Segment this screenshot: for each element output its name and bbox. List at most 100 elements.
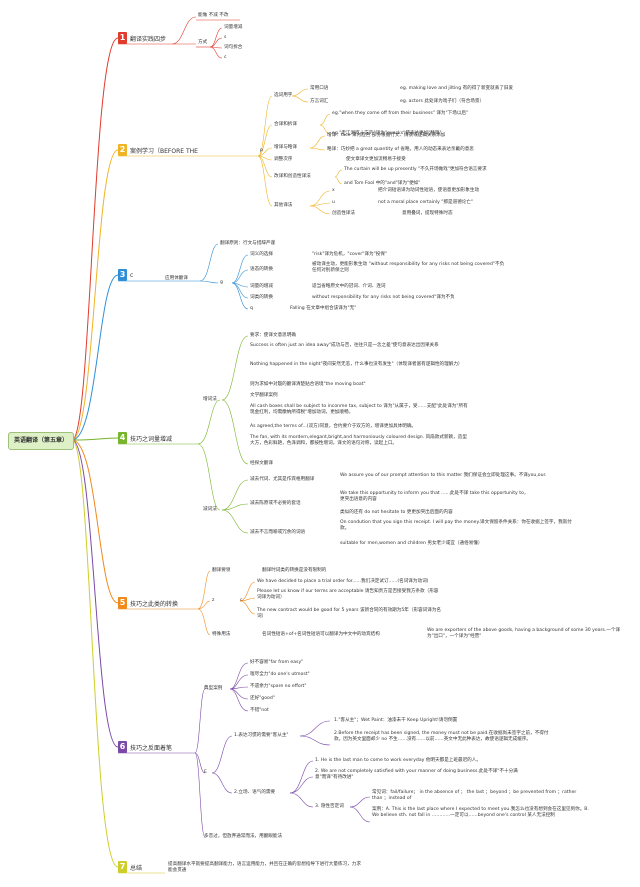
s3-node: without responsibility for any risks not… [312,295,455,300]
s4-node: 类似的还有 do not hesitate to 更更加突出后面的内容 [340,510,453,515]
s6-node: 嗤尽全力"do one's utmost" [250,672,310,677]
s6-node: 2. We are not completely satisfied with … [315,769,518,780]
s6-node: 不错"not [250,708,269,713]
root-node: 英语翻译（第五章） [8,432,74,450]
section-1: 1 翻译实践四步 [118,31,166,45]
s2-node: not a moral place certainly "那是道德论亡" [378,200,474,205]
s5-node: We have decided to place a trial order f… [257,579,429,584]
s3-sub: 应用体翻译 [165,276,188,281]
s1-item: 能做 不减 不改 [198,13,229,18]
s2-node: x [332,188,335,193]
section-6: 6 技巧之反面着笔 [118,740,172,754]
s2-node: eg. actors 此处译为戏子们（符合场景） [400,99,485,104]
s1-item: 方式 [198,40,208,45]
s2-node: 选词用字 [274,93,293,98]
s5-node: 名词性短语+of+名词性短语可以翻译为中文中的动宾结构 [262,632,380,637]
s4-node: 减去代词、尤其是作宾格用翻译 [250,477,315,482]
s6-node: 好不容易"far from easy" [250,660,304,665]
s2-node: 改译和创造性译法 [274,174,311,179]
s4-node: suitable for men,women and children 男女老少… [340,541,483,546]
s5-node: 翻译时词类的转换是没有限制的 [262,568,327,573]
section-6-badge: 6 [118,741,127,753]
s4-node: 增词法 [203,397,217,402]
s4-node: 文学翻译案例 [250,393,278,398]
s3-node: 被动译主动，更能形象生动 "without responsibility for… [312,262,505,273]
s6-node: 2.立场、语气的需要 [234,790,276,795]
section-3: 3 c [118,268,133,282]
section-3-title: c [130,271,134,279]
s6-node: 1. He is the last man to come to work ev… [315,758,481,763]
section-4: 4 技巧之词量增减 [118,431,172,445]
s6-node: 典型案例 [204,686,223,691]
s5-node: z [212,598,215,603]
s6-node: 不遗余力"spare no effort" [250,684,307,689]
section-7: 7 总结 [118,860,142,874]
section-4-badge: 4 [118,432,127,444]
section-5-title: 技巧之此类的转换 [130,600,179,608]
s2-node: 把介词短语译为动词性短语，使语意更加形象生动 [378,188,480,193]
section-4-title: 技巧之词量增减 [130,435,173,443]
s4-node: 经探文翻译 [250,461,273,466]
s2-node: 调整次序 [274,157,293,162]
s4-node: The fan, with its mordern,elegant,bright… [250,435,467,446]
s3-node: 翻译原则：行文与措辞严谨 [220,241,276,246]
s2-node: The curtain will be up presently "不久开场做戏… [344,167,487,172]
s2-node: 略译：巧妙把 a great quantity of 省略，用人的动态来表达亲戴… [327,147,474,152]
section-2-badge: 2 [118,144,127,156]
s4-node: Nothing happened in the night"夜间安然无恙，什么事… [250,362,463,367]
section-3-badge: 3 [118,269,127,281]
s3-node: 词量的增减 [250,284,273,289]
s4-node: 减词法 [203,507,217,512]
s5-node: The new contract would be good for 5 yea… [257,608,442,619]
s2-node: eg. making love and jilting 有的得了新变就丢了旧爱 [400,86,514,91]
s2-node: 其他译法 [274,203,293,208]
s2-p: p [260,148,263,153]
section-5: 5 技巧之此类的转换 [118,596,178,610]
s4-node: 要求：使译文意思明确 [250,333,296,338]
s4-node: As agreed,the terms of...(双方)同意，合约要介于双方的… [250,424,417,429]
s4-node: All cash boxes shall be subject to incon… [250,404,468,415]
s4-node: 减去不言而喻或冗余的词语 [250,530,306,535]
s6-node: 1.表达习惯的需要"客从主" [234,733,289,738]
section-7-badge: 7 [118,861,127,873]
section-7-title: 总结 [130,864,143,872]
s3-node: g [220,280,223,285]
s3-node: 词义的选择 [250,252,273,257]
s5-node: c [240,598,243,603]
s6-node: 还好"good" [250,696,275,701]
s4-node: Success is often just an idea away"成功与否，… [250,343,439,348]
s5-node: 特殊用法 [212,632,231,637]
s6-node: 案例：A. This is the last place where I exp… [372,807,589,818]
s3-node: Falling 在文章中组合该译为"无" [290,306,357,311]
s2-node: u [332,200,335,205]
s2-node: 意用叠词，提现特殊时态 [402,211,453,216]
s2-node: 使文章译文更加流畅易于接受 [346,157,406,162]
s2-node: 方言词汇 [310,99,329,104]
s4-node: On condution that you sign this receipt.… [340,520,572,531]
section-1-badge: 1 [118,32,127,44]
s1-item: c [224,55,227,60]
s6-node: E [204,770,207,775]
s4-node: We assure you of our prompt attention to… [340,473,547,478]
s6-node: 2.Before the receipt has been signed, th… [334,731,549,742]
s2-node: eg."走江湖吃十方的"译为"quacks"使表达更加"精简" [332,131,442,136]
s2-node: and Tom Fool 中的"and"译为"便如" [344,181,421,186]
section-2: 2 案例学习（BEFORE THE [118,143,198,157]
section-5-badge: 5 [118,597,127,609]
section-2-title: 案例学习（BEFORE THE [130,147,198,155]
s2-node: 合译和拆译 [274,122,297,127]
s5-node: Please let us know if our terms are acce… [257,589,439,600]
s5-node: 翻译要领 [212,568,231,573]
s4-node: 减去陈原或不必要的套话 [250,501,301,506]
s3-node: q [250,306,253,311]
s6-node: 多音过，但放弃通常而法，用翻眼能法 [204,834,283,839]
s1-item: 词句拆合 [224,45,243,50]
s2-node: 创造性译法 [332,211,355,216]
s3-node: 适当省略原文中的冠词、介词、连词 [312,284,386,289]
s1-item: s [224,35,227,40]
s6-node: 1."客从主"；Wet Paint：油漆未干 Keep Upright!请勿倒置 [334,718,458,723]
s2-node: 常用口语 [310,86,329,91]
s4-node: We take this opportunity to inform you t… [340,491,529,502]
s3-node: 词类的转换 [250,295,273,300]
